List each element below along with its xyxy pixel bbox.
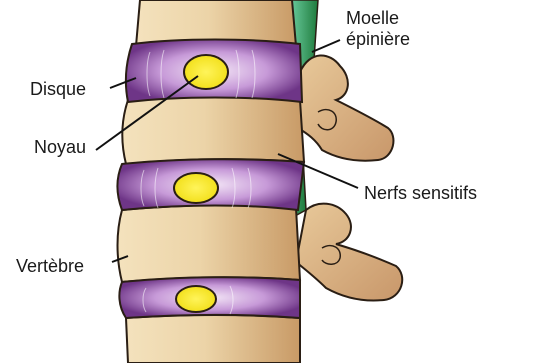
vertebral-processes: [296, 55, 402, 300]
nucleus-lower: [176, 286, 216, 312]
label-moelle-line2: épinière: [346, 29, 410, 50]
nucleus-middle: [174, 173, 218, 203]
label-nerfs-sensitifs: Nerfs sensitifs: [364, 183, 477, 204]
label-disque: Disque: [30, 79, 86, 100]
disc-lower: [119, 277, 300, 318]
label-noyau: Noyau: [34, 137, 86, 158]
label-moelle-line1: Moelle: [346, 8, 410, 29]
disc-upper: [126, 40, 302, 103]
nucleus-upper: [184, 55, 228, 89]
leader-moelle: [312, 40, 340, 52]
disc-middle: [118, 159, 305, 210]
label-vertebre: Vertèbre: [16, 256, 84, 277]
label-moelle: Moelle épinière: [346, 8, 410, 50]
